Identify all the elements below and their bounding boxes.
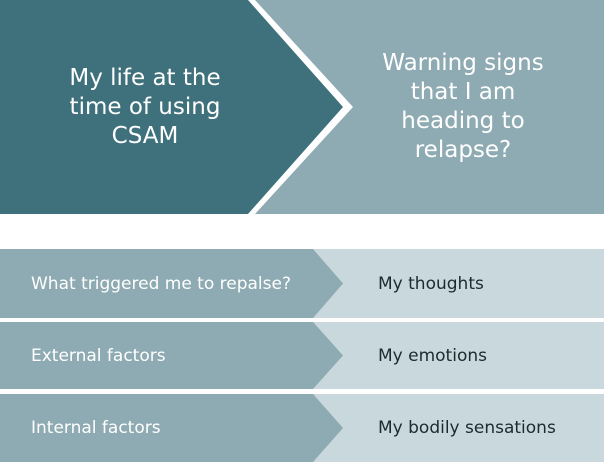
row-1-left-chevron xyxy=(0,249,343,318)
top-left-label: My life at the time of using CSAM xyxy=(40,40,250,174)
row-2-left-label: External factors xyxy=(31,345,166,366)
top-left-chevron xyxy=(0,0,343,214)
row-2-right-label: My emotions xyxy=(378,345,487,366)
row-2-right-panel xyxy=(300,322,604,389)
row-1-left-label: What triggered me to repalse? xyxy=(31,273,291,294)
top-left-text: My life at the time of using CSAM xyxy=(69,64,221,149)
row-3-left-label: Internal factors xyxy=(31,418,161,438)
top-right-text: Warning signs that I am heading to relap… xyxy=(382,50,544,163)
row-2-left-chevron xyxy=(0,322,343,389)
row-3-right-panel xyxy=(300,394,604,462)
top-right-label: Warning signs that I am heading to relap… xyxy=(365,40,561,174)
row-3-right-label: My bodily sensations xyxy=(378,418,556,438)
row-3-left-chevron xyxy=(0,394,343,462)
row-1-right-label: My thoughts xyxy=(378,273,484,294)
row-1-right-panel xyxy=(300,249,604,318)
